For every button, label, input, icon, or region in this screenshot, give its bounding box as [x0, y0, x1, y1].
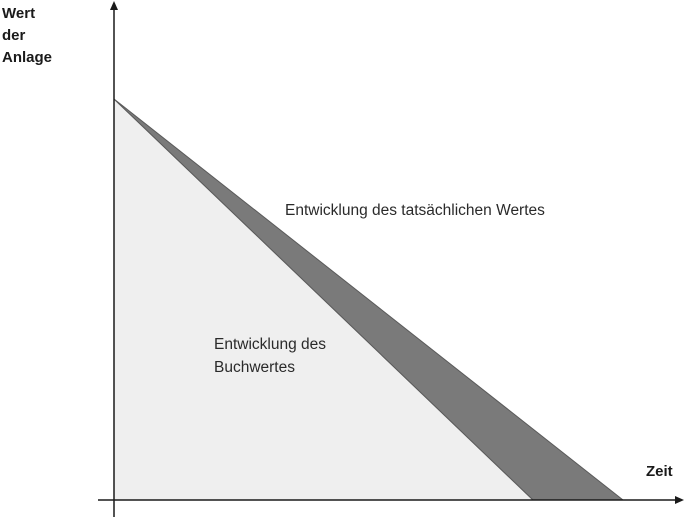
book-value-label-line: Buchwertes	[214, 359, 295, 376]
actual-value-label: Entwicklung des tatsächlichen Wertes	[285, 202, 545, 219]
x-axis-label: Zeit	[646, 463, 673, 480]
book-value-label: Entwicklung des Buchwertes	[214, 333, 326, 379]
y-axis-arrowhead	[110, 1, 118, 10]
y-axis-label-line: der	[2, 27, 26, 44]
book-value-label-line: Entwicklung des	[214, 336, 327, 353]
y-axis-label-line: Wert	[2, 5, 36, 22]
y-axis-label: Wert der Anlage	[2, 3, 52, 69]
y-axis-label-line: Anlage	[2, 49, 53, 66]
x-axis-arrowhead	[675, 496, 684, 504]
